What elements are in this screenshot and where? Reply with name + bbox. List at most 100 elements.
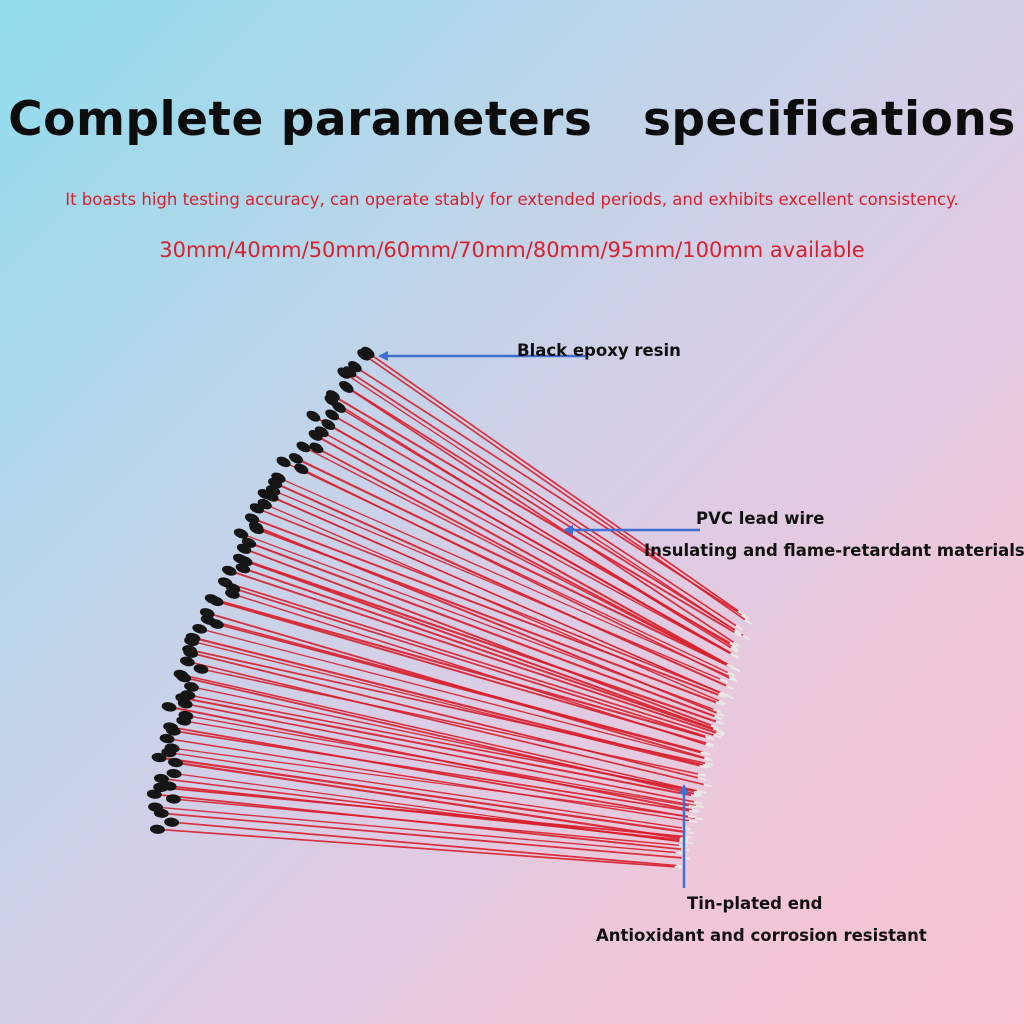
lead-wire — [182, 696, 692, 797]
lead-wire — [215, 600, 707, 745]
lead-wire — [224, 581, 714, 737]
tin-plated-tip — [730, 646, 739, 653]
tin-plated-tip — [744, 618, 753, 626]
lead-wire — [216, 623, 701, 754]
epoxy-bead — [276, 456, 291, 468]
lead-wire — [345, 385, 736, 631]
lead-wire — [331, 414, 731, 644]
tin-plated-tip — [675, 851, 684, 855]
page-title: Complete parameters specifications — [8, 92, 1016, 147]
lead-wire — [295, 457, 731, 668]
lead-wire — [169, 785, 680, 841]
epoxy-bead — [294, 463, 309, 475]
tin-plated-tip — [718, 699, 727, 705]
epoxy-bead — [309, 442, 324, 454]
epoxy-bead — [165, 794, 181, 804]
lead-wire — [300, 468, 731, 679]
lead-wire — [229, 569, 717, 734]
tin-end-label: Tin-plated end — [687, 894, 823, 913]
tin-plated-tip — [729, 665, 738, 671]
epoxy-bead — [288, 453, 304, 464]
lead-wire — [256, 507, 722, 694]
tin-plated-tips — [674, 610, 753, 869]
epoxy-bead — [308, 429, 323, 441]
lead-wire — [245, 560, 714, 730]
epoxy-bead — [332, 401, 346, 413]
lead-wire — [173, 798, 679, 847]
lead-wire — [303, 446, 728, 666]
lead-wire — [321, 431, 731, 655]
tin-plated-tip — [727, 671, 736, 677]
tin-plated-tip — [700, 751, 709, 756]
lead-wire — [166, 737, 690, 822]
epoxy-bead — [153, 808, 169, 818]
lead-wire — [191, 640, 700, 767]
lead-wire — [158, 756, 686, 834]
tin-plated-tip — [719, 678, 728, 684]
tin-plated-tip — [695, 817, 704, 821]
epoxy-bead — [184, 682, 199, 692]
lead-wire — [343, 372, 744, 637]
lead-wire — [243, 547, 712, 727]
epoxy-label: Black epoxy resin — [517, 341, 681, 360]
tin-plated-tip — [703, 783, 712, 788]
lead-wire — [185, 714, 696, 807]
epoxy-bead — [337, 367, 351, 379]
tin-plated-tip — [742, 634, 751, 641]
epoxy-bead — [176, 672, 192, 683]
lead-wire — [232, 587, 706, 738]
tin-plated-tip — [729, 677, 738, 683]
lead-wire — [242, 567, 718, 732]
epoxy-bead — [249, 523, 264, 535]
epoxy-bead — [249, 503, 265, 514]
tin-plated-tip — [705, 743, 714, 748]
lead-wire — [367, 351, 739, 612]
lead-wire — [251, 517, 719, 696]
tin-plated-tip — [699, 764, 708, 769]
epoxy-bead — [199, 608, 215, 618]
epoxy-bead — [236, 543, 252, 554]
epoxy-bead — [183, 648, 199, 658]
tin-plated-tip — [728, 675, 737, 681]
tin-plated-tip — [731, 645, 740, 651]
lead-wire — [172, 747, 688, 817]
lead-wire — [278, 477, 730, 677]
tin-plated-tip — [720, 691, 730, 697]
epoxy-beads — [146, 346, 375, 834]
tin-plated-tip — [685, 831, 694, 835]
epoxy-bead — [235, 563, 251, 574]
tin-plated-tip — [733, 631, 742, 638]
epoxy-bead — [264, 491, 279, 502]
epoxy-bead — [306, 410, 321, 422]
tin-plated-tip — [706, 736, 715, 741]
lead-wire — [274, 482, 727, 687]
tin-plated-tip — [695, 804, 704, 808]
tin-plated-tip — [729, 652, 738, 659]
tin-plated-tip — [741, 613, 750, 620]
tin-plated-tip — [718, 693, 727, 699]
tin-end-detail: Antioxidant and corrosion resistant — [596, 926, 927, 945]
epoxy-bead — [209, 619, 224, 629]
tin-plated-tip — [713, 734, 722, 739]
epoxy-bead — [192, 623, 208, 634]
tin-plated-tip — [674, 865, 683, 869]
epoxy-bead — [244, 513, 260, 524]
tin-plated-tip — [715, 701, 724, 707]
epoxy-bead — [180, 656, 195, 667]
tin-plated-tip — [735, 624, 744, 631]
tin-plated-tip — [716, 711, 725, 717]
tin-plated-tip — [715, 720, 724, 726]
tin-plated-tip — [697, 776, 706, 781]
tin-plated-tip — [693, 790, 703, 795]
tin-plated-tip — [733, 641, 741, 648]
lead-wire — [161, 812, 682, 859]
epoxy-bead — [177, 699, 193, 709]
lead-wire — [240, 532, 714, 710]
tin-plated-tip — [689, 809, 698, 813]
epoxy-bead — [321, 419, 336, 431]
lead-wire — [315, 434, 729, 666]
lead-wire — [199, 628, 705, 760]
lead-wire — [187, 694, 697, 792]
lead-wire — [189, 649, 706, 765]
